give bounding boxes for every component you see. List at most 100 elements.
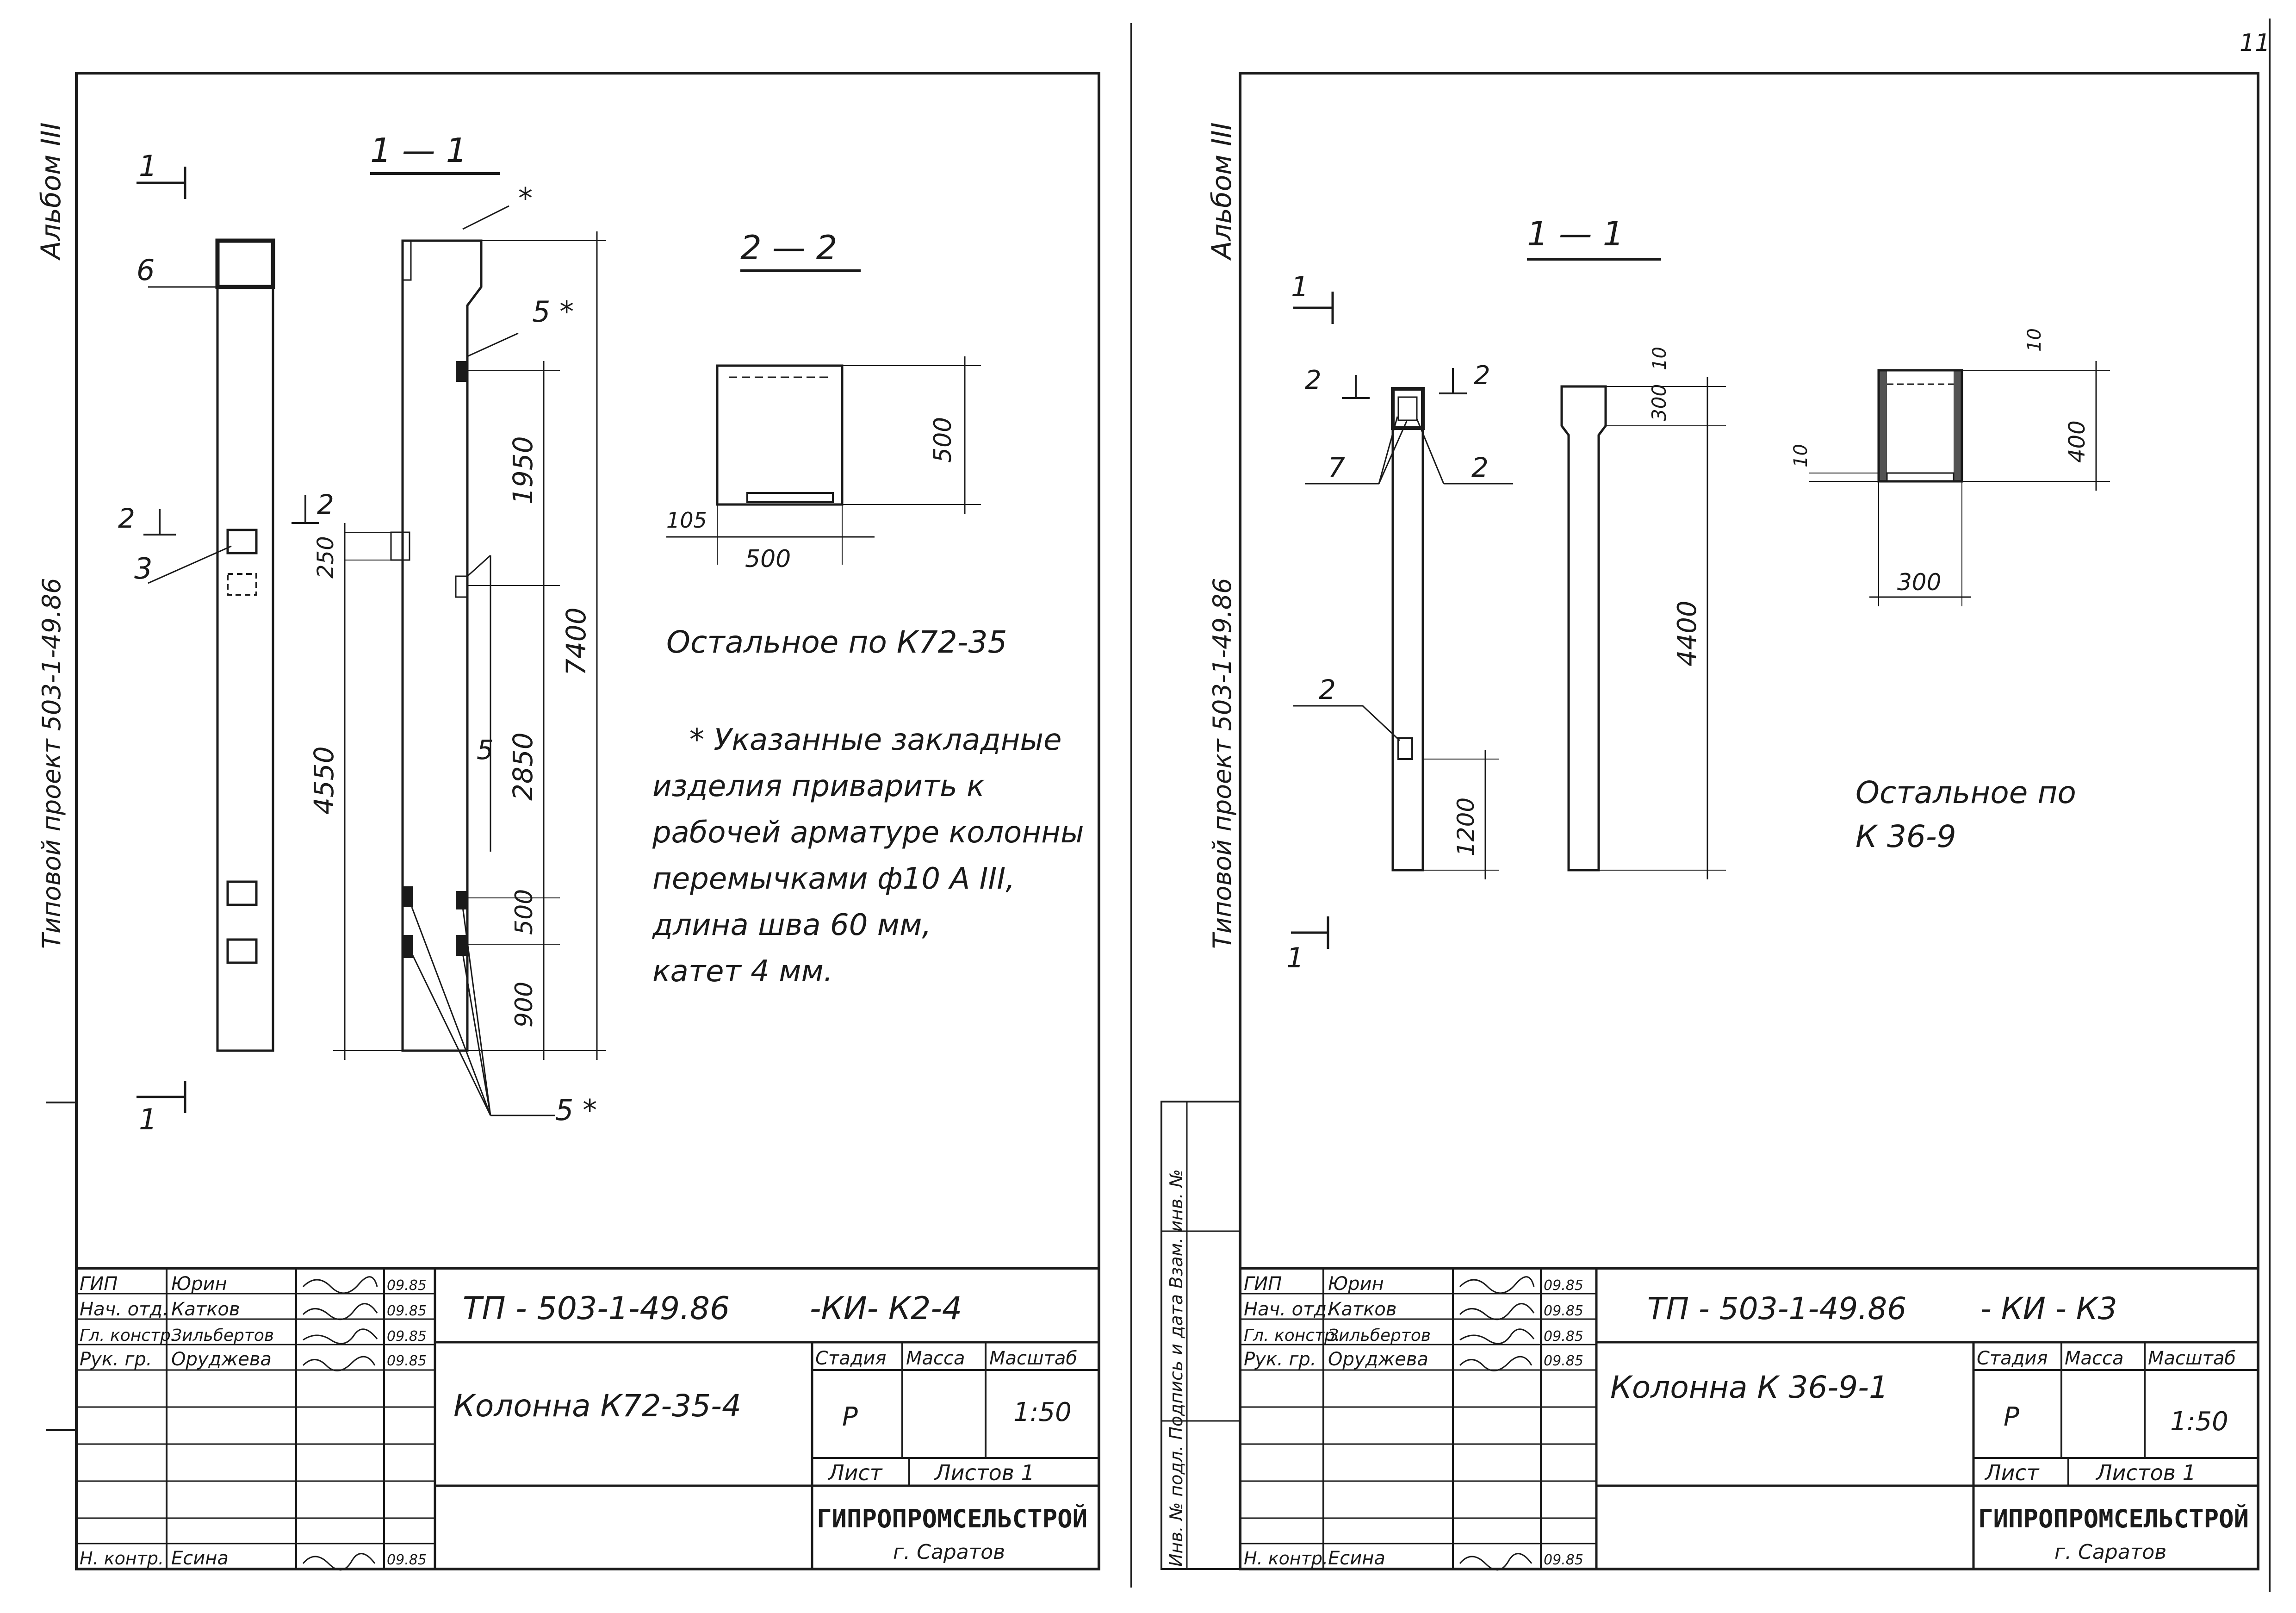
left-section-1-1-view: * 5 * 5 5 * (333, 181, 606, 1127)
right-stamp-code-suffix: - КИ - К3 (1980, 1291, 2117, 1327)
right-stamp-name-4: Есина (1328, 1548, 1385, 1569)
right-stamp-mass-head: Масса (2065, 1348, 2124, 1369)
left-note-line-2: изделия приварить к (652, 769, 985, 803)
left-note-line-3: рабочей арматуре колонны (652, 816, 1084, 850)
left-album-label: Альбом III (35, 122, 67, 261)
left-leader-3: 3 (134, 552, 152, 585)
left-star: * (518, 181, 533, 215)
right-note-rest: Остальное по (1855, 775, 2076, 810)
right-column-elevation: 2 2 7 2 2 1200 (1293, 361, 1513, 879)
left-stamp-mass-head: Масса (906, 1348, 965, 1369)
right-title-block: ГИП Юрин 09.85 Нач. отд. Катков 09.85 Гл… (1240, 1267, 2258, 1571)
left-stamp-code-suffix: -КИ- К2-4 (810, 1290, 962, 1327)
right-leader-2-bottom: 2 (1319, 674, 1336, 705)
left-stamp-date-1: 09.85 (387, 1303, 427, 1319)
left-stamp-role-2: Гл. констр. (80, 1326, 176, 1345)
left-leader-5-top: 5 * (532, 295, 574, 329)
left-dim-105: 105 (666, 508, 707, 533)
right-side-column (1160, 1101, 1241, 1570)
right-cut-2-b: 2 (1474, 361, 1490, 391)
right-stamp-sheets: Листов 1 (2095, 1460, 2196, 1485)
left-dim-2850: 2850 (507, 732, 539, 801)
right-dim-10c: 10 (1790, 444, 1812, 467)
right-stamp-name-0: Юрин (1328, 1273, 1384, 1295)
left-sheet: Альбом III Типовой проект 503-1-49.86 1 … (35, 72, 1100, 1571)
right-dim-1200: 1200 (1452, 797, 1479, 856)
left-dim-500v: 500 (510, 889, 538, 935)
left-stamp-sheet: Лист (827, 1460, 883, 1485)
right-stamp-role-3: Рук. гр. (1244, 1349, 1316, 1370)
left-title-block: ГИП Юрин 09.85 Нач. отд. Катков 09.85 Гл… (76, 1267, 1099, 1571)
right-section-1-1-view: 4400 300 10 (1560, 347, 1726, 879)
left-stamp-name-1: Катков (171, 1299, 240, 1320)
left-stamp-city: г. Саратов (893, 1540, 1005, 1564)
right-project-label: Типовой проект 503-1-49.86 (1208, 578, 1237, 949)
right-sheet: Альбом III Типовой проект 503-1-49.86 Ин… (1160, 72, 2259, 1571)
left-stamp-date-2: 09.85 (387, 1328, 427, 1345)
right-stamp-date-4: 09.85 (1544, 1552, 1583, 1568)
right-side-labels: Инв. № подл. Подпись и дата Взам. инв. № (1166, 1169, 1186, 1567)
left-stamp-date-4: 09.85 (387, 1552, 427, 1568)
left-stamp-date-3: 09.85 (387, 1353, 427, 1369)
right-signature-4 (1459, 1553, 1533, 1571)
right-stamp-role-0: ГИП (1244, 1273, 1282, 1295)
right-stamp-city: г. Саратов (2054, 1540, 2166, 1564)
right-stamp-date-1: 09.85 (1544, 1303, 1583, 1319)
left-stamp-role-1: Нач. отд. (80, 1299, 168, 1320)
left-signature-2 (303, 1328, 378, 1345)
left-note-line-1: * Указанные закладные (689, 723, 1061, 757)
left-stamp-date-0: 09.85 (387, 1277, 427, 1294)
right-dim-10b: 10 (2024, 328, 2045, 352)
right-stamp-name-2: Зильбертов (1328, 1326, 1431, 1345)
left-stamp-role-0: ГИП (80, 1273, 118, 1295)
right-stamp-scale-head: Масштаб (2148, 1348, 2236, 1369)
right-dim-300v: 300 (1648, 384, 1670, 421)
right-album-label: Альбом III (1206, 122, 1237, 261)
right-note-rest-2: К 36-9 (1855, 819, 1956, 854)
right-stamp-date-2: 09.85 (1544, 1328, 1583, 1345)
left-leader-6: 6 (137, 253, 155, 287)
left-note-rest: Остальное по К72-35 (666, 624, 1007, 660)
right-signature-1 (1459, 1303, 1535, 1320)
left-stamp-stage: Р (842, 1402, 858, 1432)
left-dimensions: 7400 1950 2850 500 900 4550 250 (308, 231, 598, 1060)
right-signature-0 (1459, 1276, 1535, 1294)
left-stamp-org: ГИПРОПРОМСЕЛЬСТРОЙ (817, 1504, 1087, 1533)
right-leader-7: 7 (1328, 452, 1345, 483)
left-signature-1 (302, 1303, 378, 1320)
right-cut-1-bottom: 1 (1286, 942, 1304, 974)
right-stamp-stage-head: Стадия (1977, 1348, 2048, 1369)
right-stamp-code: ТП - 503-1-49.86 (1647, 1291, 1906, 1327)
left-cut-1-top: 1 (139, 149, 157, 183)
left-frame (75, 72, 1100, 1570)
left-stamp-stage-head: Стадия (815, 1348, 886, 1369)
right-section-1-1: 1 — 1 (1527, 214, 1624, 253)
left-stamp-name-4: Есина (171, 1548, 229, 1569)
right-stamp-stage: Р (2004, 1402, 2019, 1432)
left-section-1-1: 1 — 1 (370, 131, 467, 170)
left-dim-7400: 7400 (560, 607, 592, 676)
right-stamp-org: ГИПРОПРОМСЕЛЬСТРОЙ (1978, 1504, 2249, 1533)
left-stamp-sheets: Листов 1 (934, 1460, 1035, 1485)
left-signature-3 (302, 1356, 376, 1371)
left-stamp-role-3: Рук. гр. (80, 1349, 152, 1370)
left-signature-0 (302, 1276, 378, 1294)
right-dim-400: 400 (2064, 420, 2090, 463)
right-stamp-role-2: Гл. констр. (1244, 1326, 1340, 1345)
left-note-line-5: длина шва 60 мм, (652, 908, 931, 942)
left-note-line-6: катет 4 мм. (652, 954, 833, 989)
left-dim-500h: 500 (745, 545, 791, 573)
left-stamp-title: Колонна К72-35-4 (453, 1388, 741, 1424)
left-dim-900: 900 (510, 982, 538, 1028)
left-note-block: * Указанные закладные изделия приварить … (652, 723, 1084, 989)
left-stamp-name-2: Зильбертов (171, 1326, 274, 1345)
right-stamp-role-4: Н. контр. (1244, 1548, 1328, 1569)
right-dim-10a: 10 (1649, 347, 1670, 370)
right-stamp-date-0: 09.85 (1544, 1277, 1583, 1294)
right-stamp-title: Колонна К 36-9-1 (1610, 1370, 1888, 1405)
left-leader-5-bottom: 5 * (555, 1093, 597, 1127)
page-number: 11 (2240, 29, 2270, 57)
left-dim-4550: 4550 (308, 746, 340, 815)
